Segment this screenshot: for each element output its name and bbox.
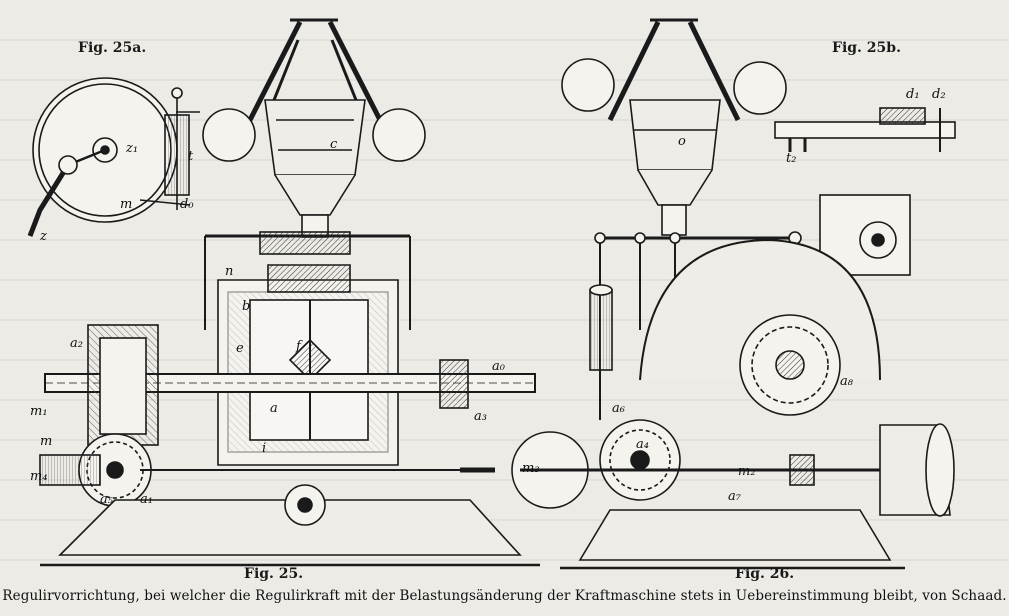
letter-f: f [295, 339, 303, 354]
letter-z1: z₁ [125, 141, 138, 156]
letter-e: e [236, 341, 244, 356]
letter-m: m [40, 434, 52, 449]
letter-a0: a₀ [492, 359, 506, 374]
letter-a2: a₂ [70, 336, 83, 351]
figure-label-25: Fig. 25. [244, 566, 304, 582]
letter-a7: a₇ [728, 489, 742, 504]
letter-m2: m₂ [738, 464, 756, 479]
letter-b: b [242, 299, 250, 314]
fig-25-drawing [39, 18, 540, 567]
letter-t2: t₂ [786, 151, 796, 166]
letter-t: t [188, 149, 194, 164]
fig-26-drawing [511, 18, 955, 570]
letter-c: c [330, 137, 338, 152]
letter-a5: a₅ [100, 492, 114, 507]
figure-label-26: Fig. 26. [735, 566, 795, 582]
letter-m4: m₄ [30, 469, 48, 484]
letter-o: o [678, 134, 686, 149]
letter-a1: a₁ [140, 492, 153, 507]
figure-label-25a: Fig. 25a. [78, 40, 147, 56]
figure-caption: Regulirvorrichtung, bei welcher die Regu… [2, 588, 1007, 604]
fig-25a-drawing [27, 77, 200, 237]
letter-a6: a₆ [612, 401, 625, 416]
letter-d2: d₂ [932, 87, 946, 102]
letter-a3: a₃ [474, 409, 487, 424]
letter-z: z [39, 229, 47, 244]
letter-m3: m₃ [522, 461, 540, 476]
letter-d0: d₀ [180, 197, 194, 212]
letter-d1: d₁ [906, 87, 920, 102]
figure-label-25b: Fig. 25b. [832, 40, 901, 56]
fig-25b-drawing [774, 107, 956, 152]
letter-n: n [225, 264, 233, 279]
letter-a4: a₄ [636, 437, 649, 452]
annotation-letters: z₁ t z m d₀ c a₂ m₁ m n b e f a a₀ a₃ m₄… [30, 87, 946, 507]
letter-m-a: m [120, 197, 132, 212]
letter-a: a [270, 401, 278, 416]
letter-m1: m₁ [30, 404, 48, 419]
letter-i: i [262, 441, 266, 456]
letter-a8: a₈ [840, 374, 854, 389]
